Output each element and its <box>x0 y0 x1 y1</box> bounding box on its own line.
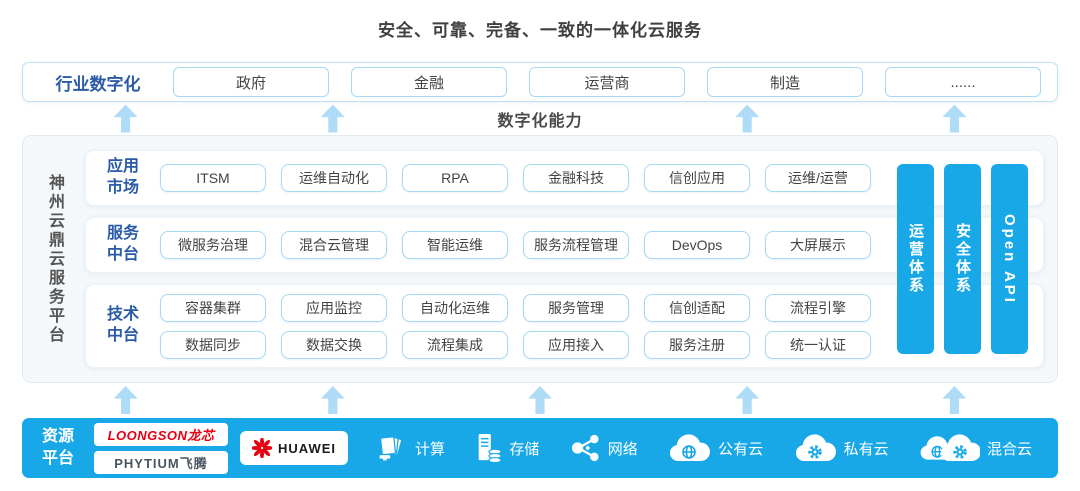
platform-item-service-process-mgmt: 服务流程管理 <box>523 231 629 259</box>
digital-capability-label: 数字化能力 <box>497 112 583 130</box>
industry-item-manufacturing: 制造 <box>707 67 863 97</box>
platform-item-process-integration: 流程集成 <box>402 330 508 359</box>
private-cloud-icon <box>795 434 836 462</box>
platform-item-process-engine: 流程引擎 <box>765 293 871 322</box>
tech-platform-label: 技术中台 <box>106 306 139 344</box>
platform-item-rpa: RPA <box>402 164 508 192</box>
up-arrow-icon <box>113 386 138 414</box>
app-market-card: 应用市场 ITSM 运维自动化 RPA 金融科技 信创应用 运维/运营 <box>85 150 1044 206</box>
platform-item-xinchuang-adapt: 信创适配 <box>644 293 750 322</box>
huawei-logo: HUAWEI <box>240 431 348 465</box>
resource-compute: 计算 <box>376 434 445 462</box>
industry-item-government: 政府 <box>173 67 329 97</box>
resource-hybrid-cloud: 混合云 <box>918 433 1032 463</box>
resource-platform-label: 资源平台 <box>42 428 75 467</box>
resource-storage: 存储 <box>474 433 539 463</box>
industry-digitalization-row: 行业数字化 政府 金融 运营商 制造 ...... <box>22 62 1058 102</box>
industry-item-finance: 金融 <box>351 67 507 97</box>
app-market-label: 应用市场 <box>106 158 139 196</box>
phytium-logo: PHYTIUM飞腾 <box>94 450 228 474</box>
open-api-bar: Open API <box>991 164 1028 354</box>
diagram-title: 安全、可靠、完备、一致的一体化云服务 <box>378 21 702 40</box>
huawei-flower-icon <box>252 438 272 458</box>
up-arrow-icon <box>735 104 760 133</box>
platform-item-ops: 运维/运营 <box>765 164 871 192</box>
service-middle-platform-card: 服务中台 微服务治理 混合云管理 智能运维 服务流程管理 DevOps 大屏展示 <box>85 217 1044 273</box>
resource-public-cloud: 公有云 <box>667 433 763 463</box>
up-arrow-icon <box>320 386 345 414</box>
up-arrow-icon <box>113 104 138 133</box>
resource-network: 网络 <box>569 434 638 462</box>
industry-row-label: 行业数字化 <box>55 74 141 94</box>
platform-item-app-access: 应用接入 <box>523 330 629 359</box>
platform-item-data-sync: 数据同步 <box>160 330 266 359</box>
platform-item-automated-ops: 自动化运维 <box>402 293 508 322</box>
resource-platform-bar: 资源平台 LOONGSON龙芯 PHYTIUM飞腾 <box>22 418 1058 478</box>
platform-side-label: 神州云鼎云服务平台 <box>46 173 63 345</box>
platform-item-itsm: ITSM <box>160 164 266 192</box>
resource-private-cloud: 私有云 <box>793 433 889 463</box>
loongson-logo: LOONGSON龙芯 <box>94 422 228 446</box>
platform-item-service-mgmt: 服务管理 <box>523 293 629 322</box>
network-icon <box>571 434 599 462</box>
up-arrow-icon <box>942 386 967 414</box>
platform-item-data-exchange: 数据交换 <box>281 330 387 359</box>
platform-cards: 应用市场 ITSM 运维自动化 RPA 金融科技 信创应用 运维/运营 服务中台… <box>85 136 1044 382</box>
capability-arrow-band: 数字化能力 <box>22 102 1058 135</box>
up-arrow-icon <box>528 386 552 414</box>
industry-item-operator: 运营商 <box>529 67 685 97</box>
up-arrow-icon <box>942 104 967 133</box>
resource-items: 计算 存储 <box>348 433 1038 463</box>
platform-item-xinchuang-app: 信创应用 <box>644 164 750 192</box>
cpu-vendor-logos: LOONGSON龙芯 PHYTIUM飞腾 <box>94 422 228 474</box>
security-system-bar: 安全体系 <box>944 164 981 354</box>
platform-item-fintech: 金融科技 <box>523 164 629 192</box>
compute-icon <box>379 435 403 461</box>
industry-item-more: ...... <box>885 67 1041 97</box>
industry-items: 政府 金融 运营商 制造 ...... <box>173 67 1057 97</box>
storage-icon <box>479 434 503 463</box>
public-cloud-icon <box>670 434 711 462</box>
platform-item-aiops: 智能运维 <box>402 231 508 259</box>
tech-middle-platform-card: 技术中台 容器集群 应用监控 自动化运维 服务管理 信创适配 流程引擎 数据同步… <box>85 284 1044 368</box>
up-arrow-icon <box>320 104 345 133</box>
platform-item-service-registry: 服务注册 <box>644 330 750 359</box>
platform-block: 神州云鼎云服务平台 应用市场 ITSM 运维自动化 RPA 金融科技 信创应用 … <box>22 135 1058 383</box>
operation-system-bar: 运营体系 <box>897 164 934 354</box>
platform-item-devops: DevOps <box>644 231 750 259</box>
resource-arrow-band <box>22 384 1058 416</box>
platform-item-microservice-gov: 微服务治理 <box>160 231 266 259</box>
platform-item-unified-auth: 统一认证 <box>765 330 871 359</box>
platform-item-app-monitoring: 应用监控 <box>281 293 387 322</box>
hybrid-cloud-icon <box>920 434 980 462</box>
platform-item-hybrid-cloud-mgmt: 混合云管理 <box>281 231 387 259</box>
platform-item-dashboard: 大屏展示 <box>765 231 871 259</box>
platform-item-container-cluster: 容器集群 <box>160 293 266 322</box>
up-arrow-icon <box>735 386 760 414</box>
service-platform-label: 服务中台 <box>106 225 139 263</box>
platform-item-ops-automation: 运维自动化 <box>281 164 387 192</box>
